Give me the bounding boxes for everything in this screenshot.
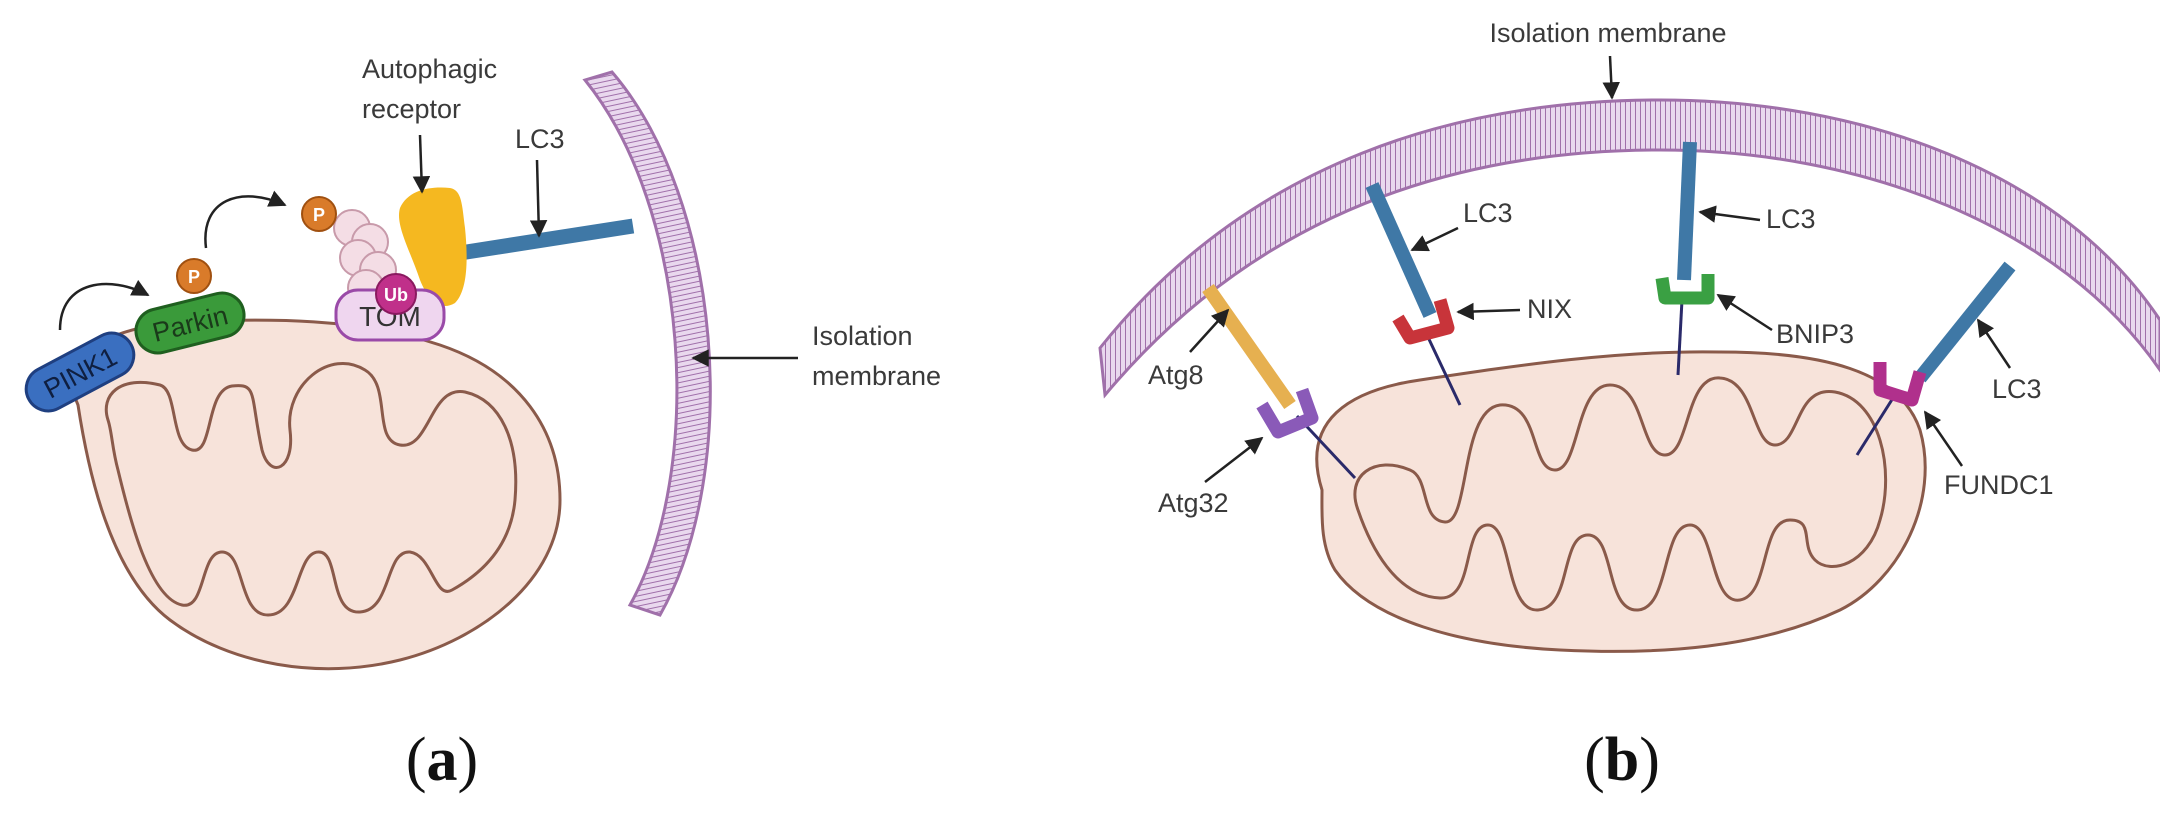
pink1 (24, 331, 136, 413)
lc3-bar-bnip3 (1677, 141, 1697, 281)
lc3-bar-nix (1365, 182, 1437, 318)
arrow-to-bnip3 (1716, 293, 1773, 332)
nix-anchor (1425, 334, 1462, 406)
phospho-parkin-label: P (188, 267, 200, 287)
lc3-label-a: LC3 (515, 124, 565, 154)
panel-a: TOM Ub P Parkin P PINK1 Autophagic recep… (24, 54, 941, 794)
mitochondrion-outer-membrane-b (1315, 350, 1927, 653)
arrow-to-fundc1 (1923, 410, 1964, 467)
ub-label: Ub (384, 285, 408, 305)
arrow-to-nix (1456, 302, 1521, 321)
arrow-to-atg8 (1189, 308, 1230, 353)
isolation-label-a-line2: membrane (812, 361, 941, 391)
lc3-label-fundc1: LC3 (1992, 374, 2042, 404)
fundc1-receptor (1873, 362, 1927, 407)
caption-b: (b) (1584, 726, 1660, 794)
caption-a-close: ) (458, 726, 479, 794)
lc3-label-nix: LC3 (1463, 198, 1513, 228)
fundc1-label: FUNDC1 (1944, 470, 2054, 500)
lc3-bar-fundc1 (1914, 261, 2016, 383)
autophagic-receptor-label-line2: receptor (362, 94, 461, 124)
atg8-label: Atg8 (1148, 360, 1204, 390)
atg8-bar (1202, 283, 1296, 410)
panel-b: Isolation membrane Atg8 Atg32 LC3 NIX LC… (1098, 18, 2160, 794)
arrow-to-receptor (412, 134, 431, 194)
arrow-pink1-to-parkin (58, 279, 150, 331)
autophagic-receptor-label-line1: Autophagic (362, 54, 497, 84)
isolation-membrane-label-b: Isolation membrane (1489, 18, 1726, 48)
caption-a-letter: a (427, 726, 458, 794)
arrow-to-isolation-b (1602, 55, 1620, 100)
lc3-label-bnip3: LC3 (1766, 204, 1816, 234)
arrow-to-atg32 (1204, 436, 1264, 483)
phospho-parkin (176, 258, 212, 294)
parkin (134, 291, 246, 355)
mitochondrion-cristae-b (1353, 376, 1888, 612)
caption-b-open: ( (1584, 726, 1605, 794)
nix-receptor (1392, 298, 1455, 345)
caption-a: (a) (406, 726, 478, 794)
caption-b-letter: b (1605, 726, 1639, 794)
fundc1-anchor (1855, 397, 1895, 456)
arrow-parkin-to-ub (204, 190, 287, 249)
arrow-to-lc3-bnip3 (1698, 205, 1761, 223)
isolation-membrane-b (1098, 98, 2160, 399)
arrow-to-lc3-nix (1410, 226, 1459, 252)
phospho-ub-label: P (313, 205, 325, 225)
isolation-label-a-line1: Isolation (812, 321, 913, 351)
autophagic-receptor-shape (399, 187, 467, 307)
arrow-to-lc3-fundc1 (1976, 318, 2012, 369)
caption-b-close: ) (1639, 726, 1660, 794)
arrow-to-lc3-a (529, 159, 548, 238)
bnip3-receptor (1655, 274, 1715, 305)
atg32-receptor (1256, 387, 1319, 439)
mitochondrion-b (1315, 350, 1927, 653)
nix-label: NIX (1527, 294, 1572, 324)
isolation-membrane-a (582, 70, 712, 617)
mitochondrion-cristae (104, 362, 518, 617)
mitochondrion-a (71, 318, 562, 671)
caption-a-open: ( (406, 726, 427, 794)
lc3-bar-a (458, 218, 635, 261)
ubiquitin-ub (375, 273, 417, 315)
bnip3-anchor (1676, 299, 1684, 376)
phospho-ub (301, 196, 337, 232)
atg32-label: Atg32 (1158, 488, 1229, 518)
bnip3-label: BNIP3 (1776, 319, 1854, 349)
